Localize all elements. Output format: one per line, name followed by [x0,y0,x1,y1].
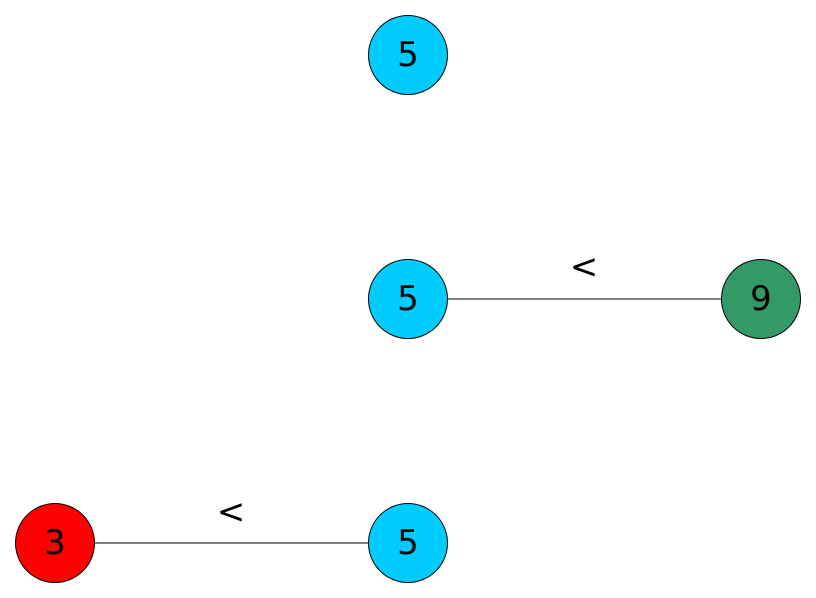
node-label: 3 [44,523,66,563]
node-circle [368,503,448,583]
node-label: 5 [397,523,419,563]
node-n3[interactable]: 9 [721,259,801,339]
edge-n4-n5: < [95,492,369,544]
node-circle [368,15,448,95]
node-circle [721,259,801,339]
node-label: 9 [750,279,772,319]
node-n4[interactable]: 3 [15,503,95,583]
node-circle [368,259,448,339]
node-label: 5 [397,279,419,319]
node-n2[interactable]: 5 [368,259,448,339]
edge-label: < [570,247,599,287]
edge-n2-n3: < [448,247,722,300]
node-circle [15,503,95,583]
edge-label: < [217,492,246,532]
node-label: 5 [397,35,419,75]
node-n5[interactable]: 5 [368,503,448,583]
node-n1[interactable]: 5 [368,15,448,95]
